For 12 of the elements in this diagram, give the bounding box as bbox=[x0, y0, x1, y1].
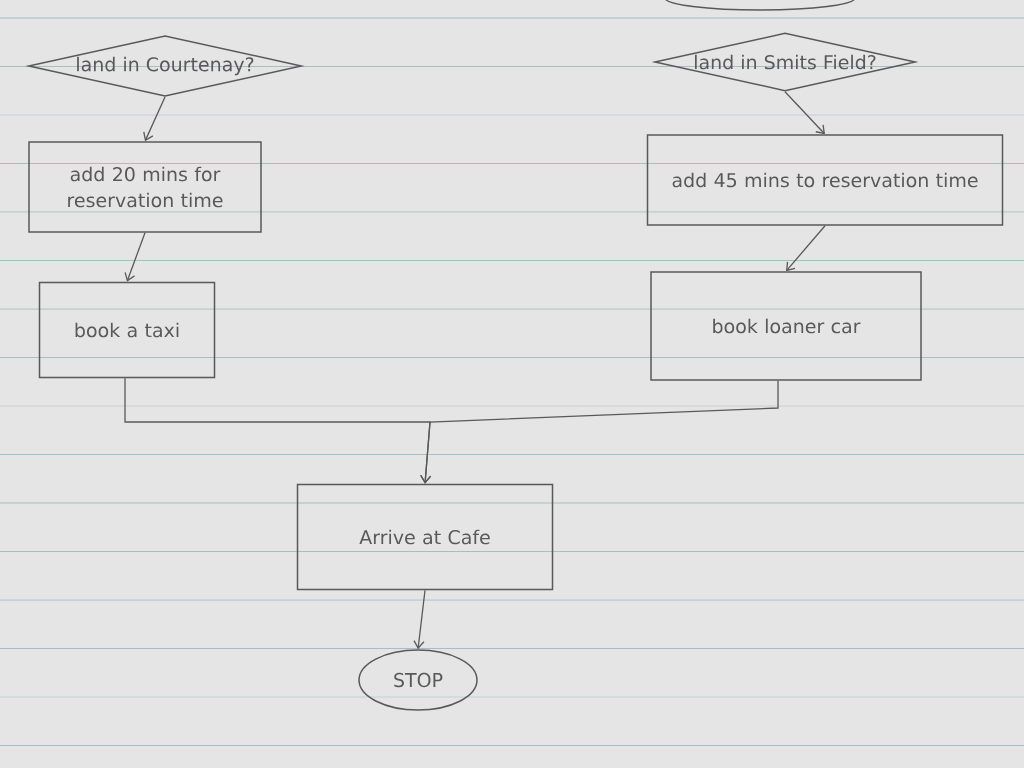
process-box: add 45 mins to reservation time bbox=[646, 134, 1004, 226]
process-box: book a taxi bbox=[38, 281, 216, 379]
arrow bbox=[786, 225, 826, 272]
arrow bbox=[143, 96, 166, 142]
process-box: book loaner car bbox=[650, 271, 922, 381]
process-box: add 20 mins for reservation time bbox=[28, 141, 262, 233]
arrow bbox=[784, 91, 825, 135]
process-box: Arrive at Cafe bbox=[296, 483, 554, 591]
arrow bbox=[413, 589, 426, 650]
terminator-oval: STOP bbox=[358, 649, 478, 711]
arrow bbox=[124, 232, 146, 282]
arrow bbox=[420, 380, 779, 484]
